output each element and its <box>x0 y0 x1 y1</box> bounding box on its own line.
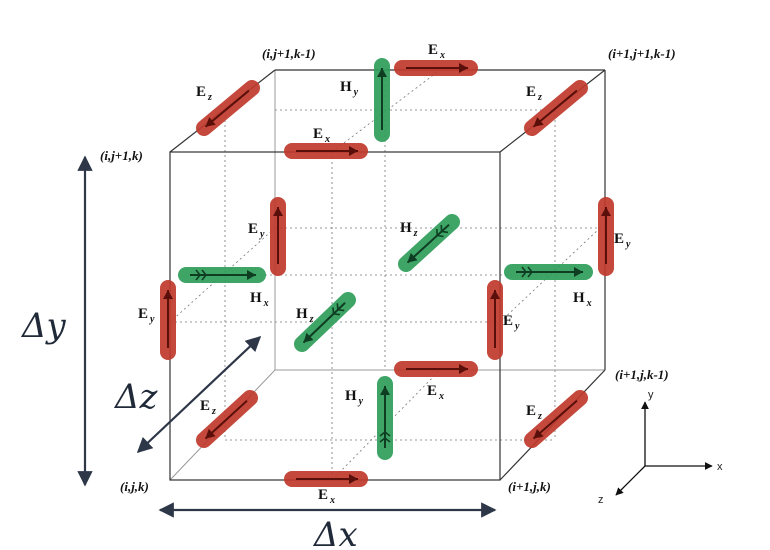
corner-i-j1-km1: (i,j+1,k-1) <box>262 46 316 61</box>
h-field-x-vector <box>178 267 266 283</box>
corner-i1-j-k: (i+1,j,k) <box>508 479 551 494</box>
e-field-y-vector <box>598 197 614 276</box>
corner-i1-j-km1: (i+1,j,k-1) <box>615 367 669 382</box>
e-field-y-vector <box>160 280 176 360</box>
e-field-x-vector <box>284 143 368 159</box>
h-field-y-vector <box>377 376 393 460</box>
e-field-x-vector <box>284 471 368 487</box>
coordinate-axes <box>615 401 713 496</box>
dz-label: Δz <box>113 377 159 417</box>
h-field-z-vector <box>294 292 356 352</box>
corner-i-j1-k: (i,j+1,k) <box>100 148 143 163</box>
corner-i-j-k: (i,j,k) <box>120 479 149 494</box>
corner-i1-j1-km1: (i+1,j+1,k-1) <box>608 46 676 61</box>
field-vectors <box>160 58 614 487</box>
axis-y-label: y <box>648 389 654 401</box>
e-field-y-vector <box>270 197 286 276</box>
h-field-x-vector <box>504 264 593 280</box>
dz-arrow <box>136 335 262 454</box>
e-field-z-vector <box>524 80 588 136</box>
e-field-x-vector <box>394 361 478 377</box>
e-field-x-vector <box>394 60 478 76</box>
e-field-z-vector <box>196 390 258 448</box>
corner-labels: (i,j,k) (i+1,j,k) (i,j+1,k) (i,j+1,k-1) … <box>100 46 676 494</box>
dimension-arrows <box>77 155 497 518</box>
axis-x-label: x <box>717 461 723 473</box>
h-field-z-vector <box>398 214 460 272</box>
h-field-y-vector <box>374 58 390 142</box>
axis-z-label: z <box>598 494 604 506</box>
e-field-z-vector <box>196 80 260 136</box>
e-field-z-vector <box>524 390 588 448</box>
dx-label: Δx <box>312 515 358 550</box>
dy-label: Δy <box>20 306 67 346</box>
e-field-y-vector <box>487 280 503 360</box>
